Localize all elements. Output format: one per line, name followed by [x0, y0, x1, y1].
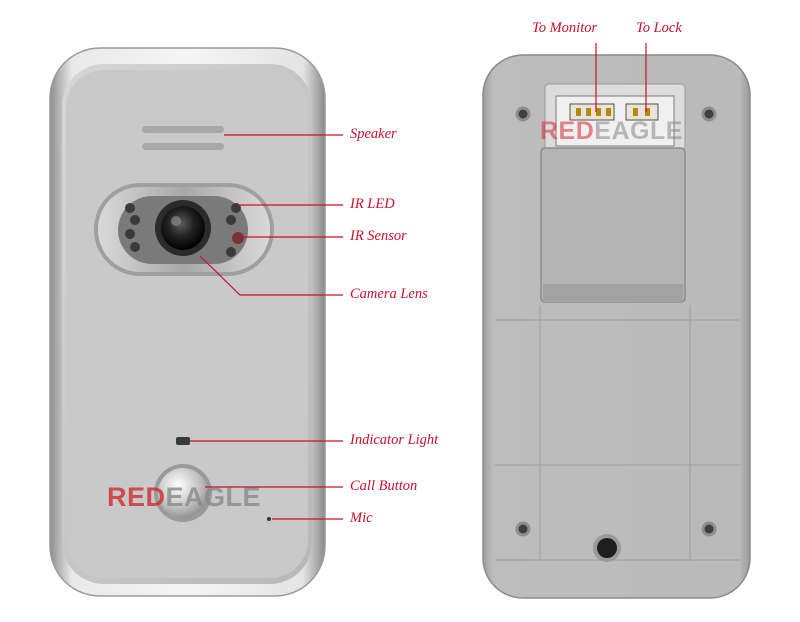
label-speaker: Speaker — [350, 126, 397, 142]
watermark-red: RED — [540, 117, 595, 145]
connector-to-monitor — [569, 103, 615, 121]
label-to-monitor: To Monitor — [532, 20, 598, 36]
label-indicator-light: Indicator Light — [350, 432, 439, 448]
watermark-red: RED — [107, 482, 166, 512]
speaker-grille — [142, 126, 224, 150]
label-ir-led: IR LED — [350, 196, 395, 212]
call-button — [154, 464, 212, 522]
front-unit — [49, 47, 326, 597]
mounting-holes — [515, 106, 717, 537]
label-mic: Mic — [350, 510, 373, 526]
label-call-button: Call Button — [350, 478, 418, 494]
camera-module — [94, 183, 274, 276]
connector-to-lock — [625, 103, 659, 121]
indicator-light — [176, 437, 190, 445]
watermark-back: REDEAGLE — [540, 117, 683, 146]
watermark-gray: EAGLE — [165, 482, 262, 512]
screw-hole — [597, 538, 617, 558]
mic-hole — [267, 517, 271, 521]
watermark-front: REDEAGLE — [107, 482, 261, 513]
label-to-lock: To Lock — [636, 20, 682, 36]
watermark-gray: EAGLE — [594, 117, 683, 145]
back-unit — [482, 54, 751, 599]
label-camera-lens: Camera Lens — [350, 286, 428, 302]
annotation-lines — [190, 43, 647, 520]
label-ir-sensor: IR Sensor — [350, 228, 407, 244]
